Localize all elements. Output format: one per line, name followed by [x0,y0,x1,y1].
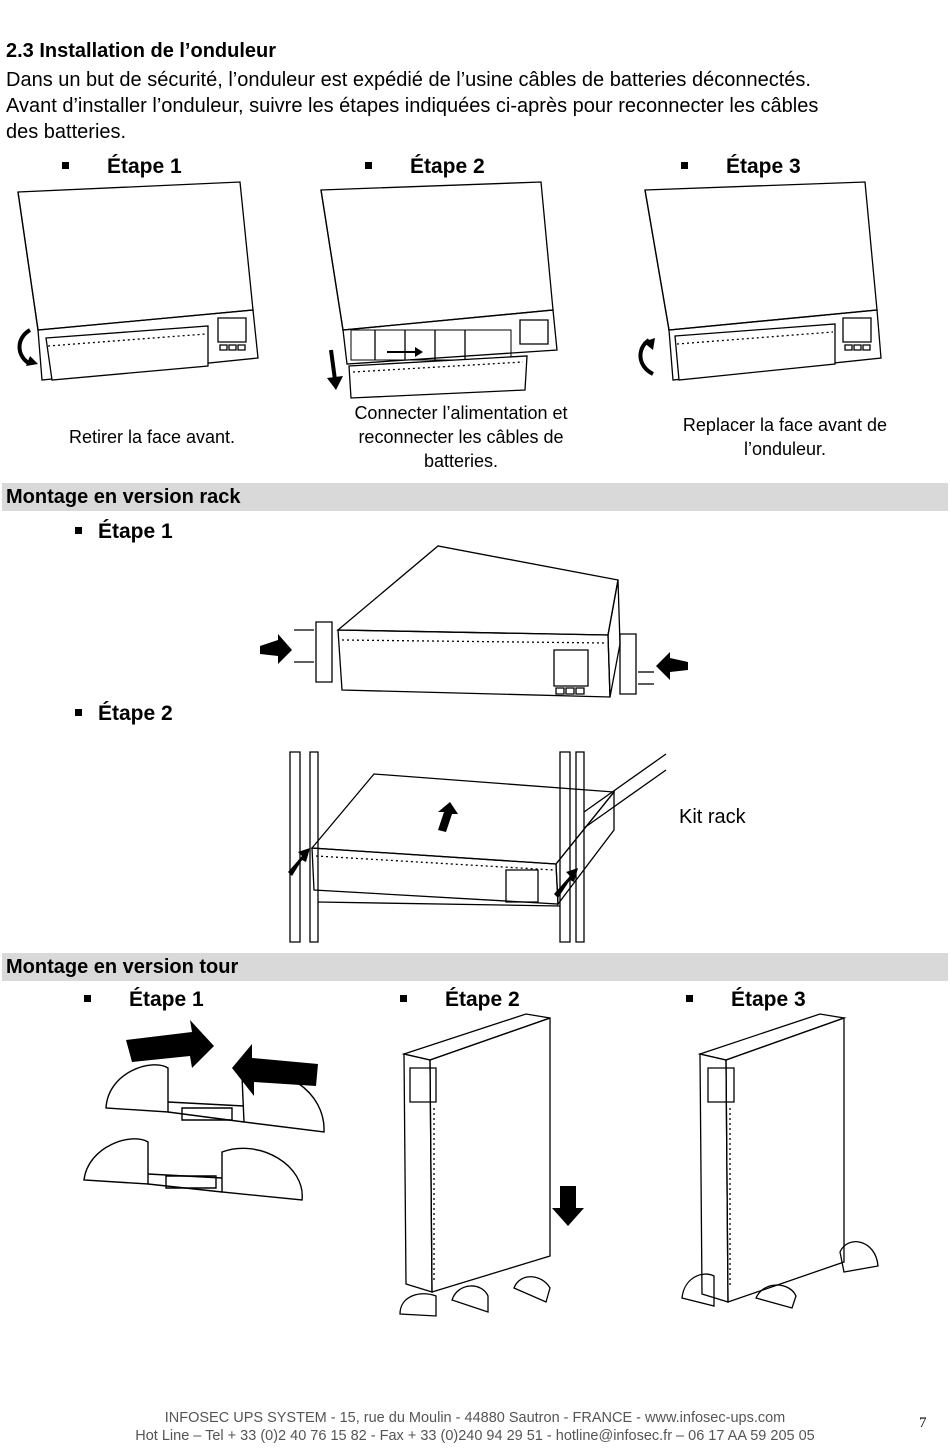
tower-step-3-label: Étape 3 [686,988,806,1012]
intro-line: Avant d’installer l’onduleur, suivre les… [6,95,819,117]
install-step-1-caption: Retirer la face avant. [68,427,236,447]
bullet-icon [681,161,688,169]
bullet-icon [62,161,69,169]
page-number: 7 [919,1415,927,1431]
install-step-1-label: Étape 1 [62,155,182,179]
tower-stand-assembly-illustration [82,1020,332,1212]
tower-section-title: Montage en version tour [2,953,948,981]
tower-ups-placement-illustration [396,1012,584,1322]
bullet-icon [75,708,82,716]
bullet-icon [686,994,693,1002]
ups-front-panel-replacement-illustration [625,180,895,390]
install-step-2-label: Étape 2 [365,155,485,179]
bullet-icon [75,526,82,534]
install-step-2-caption: Connecter l’alimentation et reconnecter … [354,403,568,471]
intro-paragraph: Dans un but de sécurité, l’onduleur est … [6,67,946,145]
intro-line: Dans un but de sécurité, l’onduleur est … [6,69,811,91]
tower-step-2-label: Étape 2 [400,988,520,1012]
install-step-3-caption: Replacer la face avant de l’onduleur. [682,415,888,459]
section-heading: 2.3 Installation de l’onduleur [6,40,277,62]
footer-address: INFOSEC UPS SYSTEM - 15, rue du Moulin -… [164,1410,786,1426]
rack-bracket-mounting-illustration [260,540,688,700]
rack-insertion-illustration [288,752,670,944]
footer-contact: Hot Line – Tel + 33 (0)2 40 76 15 82 - F… [135,1428,815,1444]
bullet-icon [400,994,407,1002]
rack-step-1-label: Étape 1 [75,520,173,544]
tower-ups-standing-illustration [680,1012,880,1312]
tower-step-1-label: Étape 1 [84,988,204,1012]
intro-line: des batteries. [6,121,127,143]
install-step-3-label: Étape 3 [681,155,801,179]
bullet-icon [84,994,91,1002]
bullet-icon [365,161,372,169]
kit-rack-label: Kit rack [679,806,746,828]
ups-battery-connection-illustration [315,180,575,400]
rack-step-2-label: Étape 2 [75,702,173,726]
ups-front-panel-removal-illustration [8,180,268,390]
rack-section-title: Montage en version rack [2,483,948,511]
